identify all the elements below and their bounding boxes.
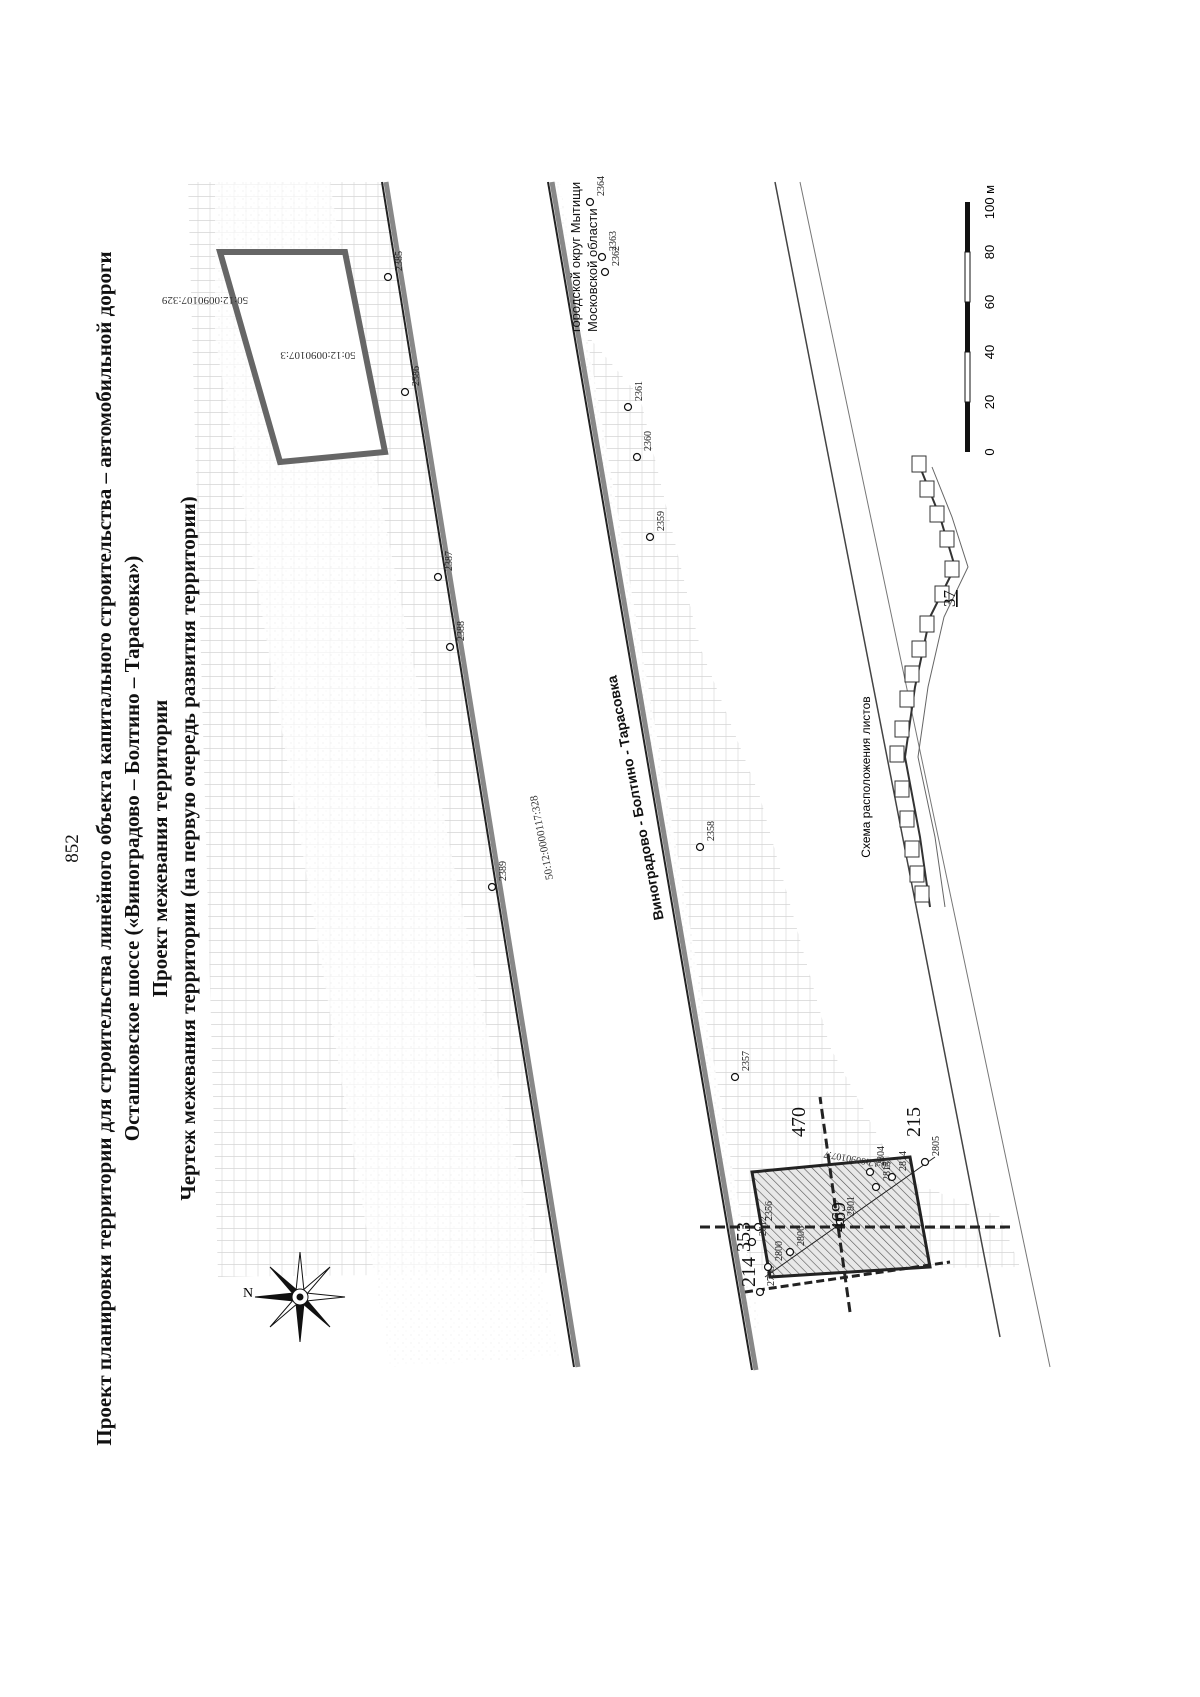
scheme-sheet-box bbox=[889, 745, 905, 763]
boundary-point-marker bbox=[755, 1287, 765, 1297]
boundary-point-label: 2385 bbox=[394, 251, 405, 271]
boundary-point-label: 2805 bbox=[931, 1136, 942, 1156]
zone-number-215: 215 bbox=[903, 1107, 925, 1137]
boundary-point-label: 2806 bbox=[796, 1226, 807, 1246]
boundary-point-marker bbox=[785, 1247, 795, 1257]
scale-bar: 0 20 40 60 80 100 м bbox=[964, 185, 997, 456]
scheme-caption: Схема расположения листов bbox=[859, 696, 873, 857]
boundary-point-marker bbox=[887, 1172, 897, 1182]
boundary-point-label: 2389 bbox=[498, 861, 509, 881]
boundary-point-label: 2798 bbox=[766, 1266, 777, 1286]
scheme-sheet-box bbox=[894, 780, 910, 798]
zone-number-469: 469 bbox=[828, 1202, 850, 1232]
scale-tick-label: 0 bbox=[982, 448, 997, 455]
boundary-point-label: 2386 bbox=[411, 366, 422, 386]
boundary-point-label: 2804 bbox=[876, 1146, 887, 1166]
boundary-point-marker bbox=[632, 452, 642, 462]
scheme-sheet-box bbox=[899, 690, 915, 708]
boundary-point-label: 2361 bbox=[634, 381, 645, 401]
boundary-point-marker bbox=[597, 252, 607, 262]
boundary-point-label: 2359 bbox=[656, 511, 667, 531]
boundary-point-label: 2801 bbox=[846, 1196, 857, 1216]
crossing-zone bbox=[700, 1096, 1010, 1313]
scheme-sheet-box bbox=[914, 885, 930, 903]
scheme-sheet-box bbox=[909, 865, 925, 883]
boundary-point-marker bbox=[753, 1222, 763, 1232]
boundary-point-label: 2357 bbox=[741, 1051, 752, 1071]
boundary-point-label: 2814 bbox=[898, 1151, 909, 1171]
boundary-point-label: 2364 bbox=[596, 176, 607, 196]
scheme-sheet-box bbox=[894, 720, 910, 738]
boundary-point-label: 2388 bbox=[456, 621, 467, 641]
compass-rose-icon bbox=[254, 1251, 346, 1343]
boundary-point-label: 2360 bbox=[643, 431, 654, 451]
parcel-label-3: 50:12:0090107:3 bbox=[280, 349, 356, 361]
boundary-point-marker bbox=[400, 387, 410, 397]
scheme-sheet-number: 37 bbox=[940, 590, 959, 608]
boundary-point-marker bbox=[445, 642, 455, 652]
boundary-point-marker bbox=[645, 532, 655, 542]
zone-number-470: 470 bbox=[788, 1107, 810, 1137]
boundary-point-marker bbox=[433, 572, 443, 582]
scale-tick-label: 60 bbox=[982, 295, 997, 309]
boundary-point-marker bbox=[920, 1157, 930, 1167]
boundary-point-marker bbox=[865, 1167, 875, 1177]
boundary-point-label: 2813 bbox=[882, 1161, 893, 1181]
scheme-sheet-box bbox=[899, 810, 915, 828]
boundary-point-marker bbox=[763, 1262, 773, 1272]
boundary-point-marker bbox=[747, 1237, 757, 1247]
scheme-sheet-box bbox=[904, 665, 920, 683]
boundary-point-marker bbox=[585, 197, 595, 207]
zone-number-353: 353 bbox=[733, 1222, 755, 1252]
scheme-sheet-box bbox=[919, 480, 935, 498]
district-label-line-2: Московской области bbox=[585, 208, 600, 332]
boundary-point-marker bbox=[623, 402, 633, 412]
boundary-point-label: 2387 bbox=[444, 551, 455, 571]
district-label-line-1: городской округ Мытищи bbox=[568, 182, 583, 332]
compass-north-label: N bbox=[243, 1286, 253, 1301]
scheme-sheet-box bbox=[911, 640, 927, 658]
boundary-point-label: 2358 bbox=[706, 821, 717, 841]
scale-tick-label: 20 bbox=[982, 395, 997, 409]
parcel-label-329: 50:12:0090107:329 bbox=[161, 294, 248, 306]
boundary-point-marker bbox=[871, 1182, 881, 1192]
boundary-point-label: 2356 bbox=[764, 1201, 775, 1221]
boundary-point-label: 2812 bbox=[758, 1216, 769, 1236]
boundary-point-marker bbox=[695, 842, 705, 852]
scheme-sheet-box bbox=[919, 615, 935, 633]
scheme-sheet-box bbox=[904, 840, 920, 858]
scale-tick-label: 80 bbox=[982, 245, 997, 259]
boundary-point-marker bbox=[730, 1072, 740, 1082]
scale-tick-label: 100 м bbox=[982, 185, 997, 219]
scheme-sheet-box bbox=[934, 585, 950, 603]
boundary-point-marker bbox=[487, 882, 497, 892]
scale-tick-label: 40 bbox=[982, 345, 997, 359]
scheme-sheet-box bbox=[911, 455, 927, 473]
zone-number-214: 214 bbox=[738, 1257, 760, 1287]
boundary-point-label: 2363 bbox=[608, 231, 619, 251]
sheet-layout-scheme: Схема расположения листов 37 bbox=[859, 455, 969, 908]
zone-numbers: 214 353 469 470 215 bbox=[733, 1107, 925, 1287]
scheme-sheet-box bbox=[929, 505, 945, 523]
boundary-point-marker bbox=[600, 267, 610, 277]
scheme-sheet-box bbox=[939, 530, 955, 548]
parcel-50-12-0090107-3: 50:12:0090107:3 50:12:0090107:329 bbox=[161, 249, 389, 466]
boundary-point-marker bbox=[835, 1217, 845, 1227]
scheme-sheet-box bbox=[944, 560, 960, 578]
boundary-point-marker bbox=[383, 272, 393, 282]
road-corridor bbox=[381, 181, 1051, 1371]
boundary-point-label: 2362 bbox=[611, 246, 622, 266]
boundary-point-label: 2800 bbox=[774, 1241, 785, 1261]
